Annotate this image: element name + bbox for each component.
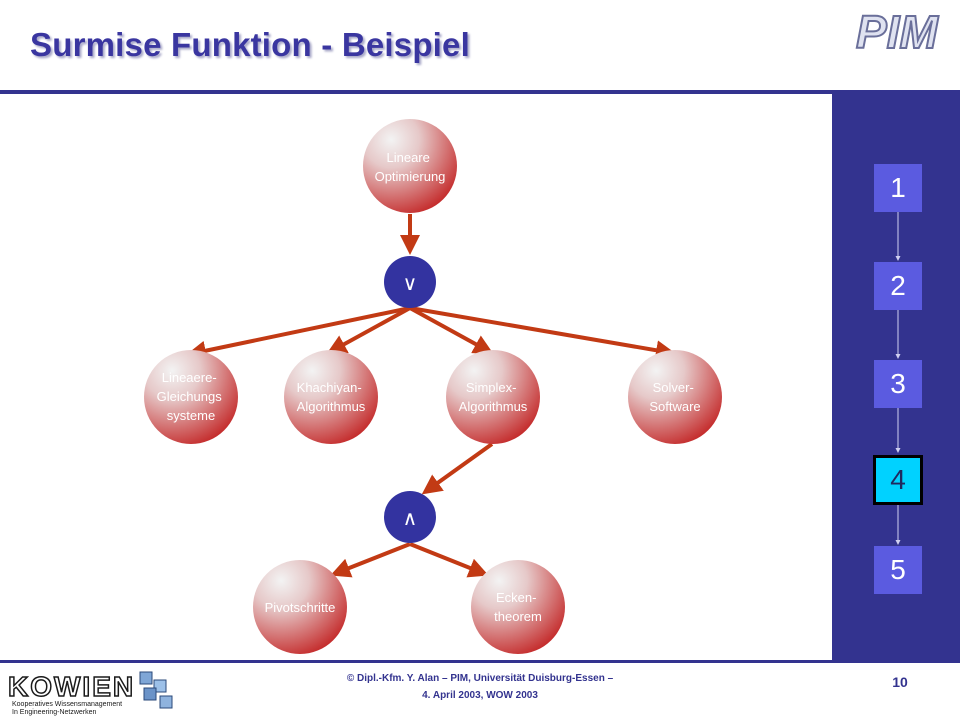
node-ecken-line2: theorem — [494, 609, 542, 624]
svg-text:Lineaere- Gleichungs: Lineaere- Gleichungs systeme — [157, 370, 226, 423]
surmise-diagram: Lineare Optimierung ∨ Lineaere- Gleichun… — [144, 119, 722, 654]
svg-text:Khachiyan- Algorithmus: Khachiyan- Algorithmus — [297, 380, 366, 414]
edge-or-to-simplex — [409, 306, 494, 354]
or-symbol: ∨ — [403, 271, 418, 295]
pim-logo: PIM — [855, 5, 940, 59]
kowien-tagline-2: In Engineering-Netzwerken — [12, 709, 97, 716]
svg-text:Lineare Optimierung: Lineare Optimierung — [375, 150, 446, 184]
node-lineare-optimierung: Lineare Optimierung — [363, 119, 457, 213]
step-3-button[interactable]: 3 — [874, 360, 922, 408]
copyright-line-2: 4. April 2003, WOW 2003 — [422, 690, 538, 701]
node-simplex-line2: Algorithmus — [459, 399, 528, 414]
copyright-line-1: © Dipl.-Kfm. Y. Alan – PIM, Universität … — [346, 673, 614, 684]
svg-text:Simplex- Algorithmus: Simplex- Algorithmus — [459, 380, 528, 414]
node-lgs-line3: systeme — [167, 408, 215, 423]
kowien-cube-icon — [139, 671, 173, 709]
node-simplex-line1: Simplex- — [466, 380, 517, 395]
edge-and-to-ecken-theorem — [409, 542, 489, 578]
node-simplex-algorithmus: Simplex- Algorithmus — [446, 350, 540, 444]
copyright-text: © Dipl.-Kfm. Y. Alan – PIM, Universität … — [280, 670, 680, 704]
node-lineare-gleichungssysteme: Lineaere- Gleichungs systeme — [144, 350, 238, 444]
node-khachiyan-line2: Algorithmus — [297, 399, 366, 414]
node-pivotschritte: Pivotschritte — [253, 560, 347, 654]
step-4-button-active[interactable]: 4 — [873, 455, 923, 505]
kowien-tagline-1: Kooperatives Wissensmanagement — [12, 701, 122, 708]
svg-text:Ecken- theorem: Ecken- theorem — [494, 590, 542, 624]
edge-or-to-khachiyan — [326, 306, 411, 354]
and-symbol: ∧ — [403, 506, 418, 530]
node-solver-line2: Software — [649, 399, 700, 414]
page-title: Surmise Funktion - Beispiel — [30, 26, 470, 63]
node-lgs-line1: Lineaere- — [162, 370, 217, 385]
progress-connectors — [895, 212, 901, 545]
svg-text:Solver- Software: Solver- Software — [649, 380, 700, 414]
and-operator: ∧ — [384, 491, 436, 543]
node-khachiyan-algorithmus: Khachiyan- Algorithmus — [284, 350, 378, 444]
edge-simplex-to-and — [421, 442, 494, 495]
node-pivotschritte-line1: Pivotschritte — [265, 600, 336, 615]
step-1-button[interactable]: 1 — [874, 164, 922, 212]
footer-rule — [0, 660, 960, 663]
node-lgs-line2: Gleichungs — [157, 389, 223, 404]
kowien-logo: KOWIEN Kooperatives Wissensmanagement In… — [7, 670, 173, 716]
edge-or-to-solver — [409, 306, 676, 361]
or-operator: ∨ — [384, 256, 436, 308]
node-khachiyan-line1: Khachiyan- — [297, 380, 362, 395]
step-2-button[interactable]: 2 — [874, 262, 922, 310]
node-solver-software: Solver- Software — [628, 350, 722, 444]
node-lineare-optimierung-line2: Optimierung — [375, 169, 446, 184]
kowien-logo-name: KOWIEN — [8, 671, 135, 702]
page-number: 10 — [892, 674, 908, 690]
node-lineare-optimierung-line1: Lineare — [387, 150, 430, 165]
node-ecken-line1: Ecken- — [496, 590, 536, 605]
node-solver-line1: Solver- — [653, 380, 694, 395]
edge-or-to-lineare-gleichungssysteme — [186, 306, 411, 361]
header-rule — [0, 90, 960, 94]
node-ecken-theorem: Ecken- theorem — [471, 560, 565, 654]
edge-and-to-pivotschritte — [330, 542, 411, 578]
pim-logo-text: PIM — [856, 6, 939, 58]
step-5-button[interactable]: 5 — [874, 546, 922, 594]
svg-text:Pivotschritte: Pivotschritte — [265, 600, 336, 615]
